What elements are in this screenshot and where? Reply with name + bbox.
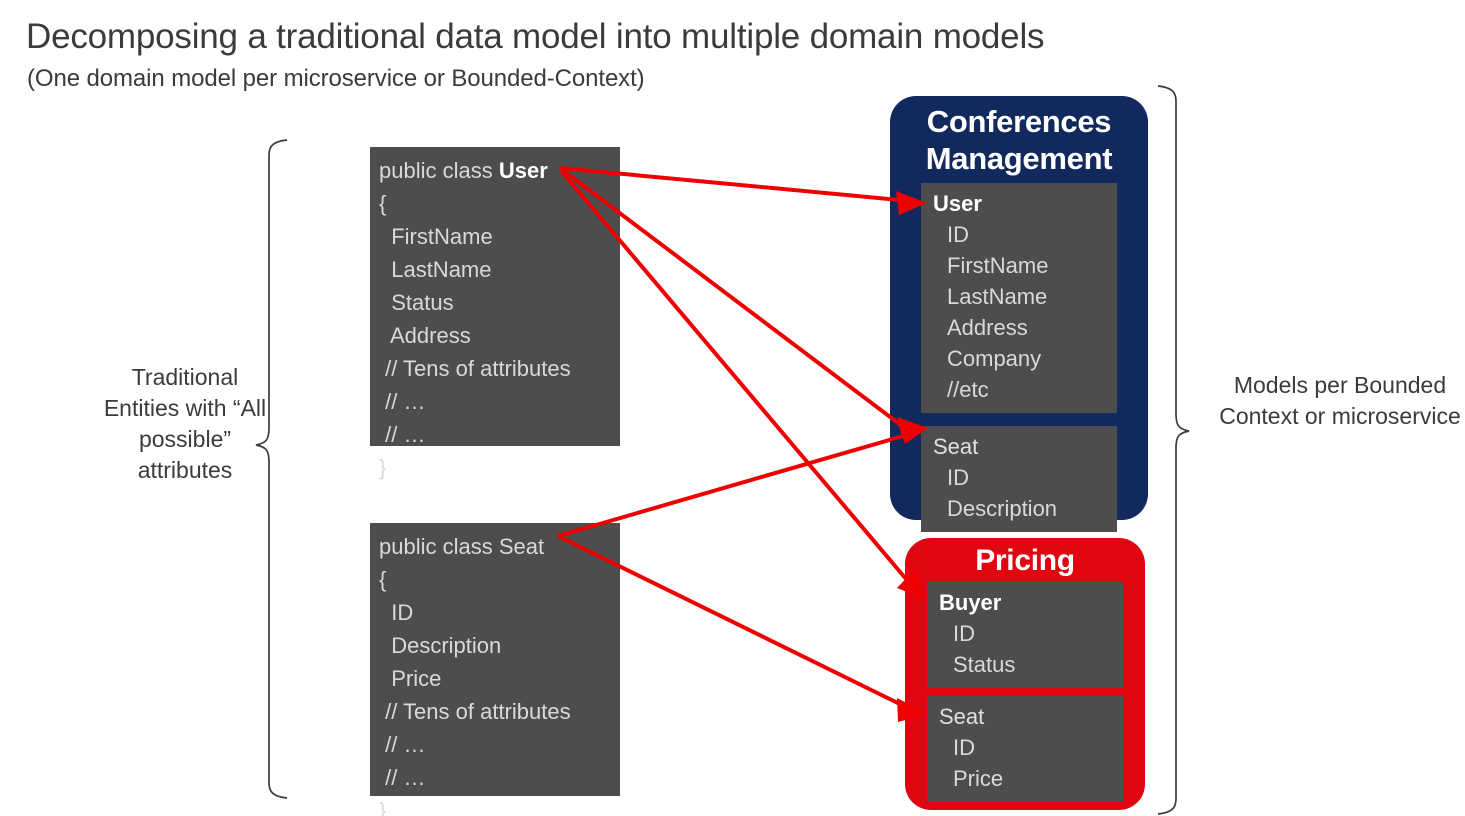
brace-right <box>1157 85 1190 815</box>
code-header-user: public class User <box>379 158 548 183</box>
entity-attribute: ID <box>953 621 975 646</box>
code-line: Description <box>379 633 502 658</box>
code-header-seat: public class Seat <box>379 534 545 559</box>
caption-traditional-entities: Traditional Entities with “All possible”… <box>103 364 267 483</box>
code-line: // … <box>379 732 426 757</box>
code-line: // … <box>379 389 426 414</box>
entity-attribute: LastName <box>947 284 1048 309</box>
code-line: } <box>379 798 387 816</box>
entity-seat: Seat ID Description <box>921 426 1117 532</box>
code-line: { <box>379 191 387 216</box>
entity-name: Buyer <box>939 590 1002 615</box>
page-title: Decomposing a traditional data model int… <box>26 17 1045 56</box>
entity-attribute: ID <box>953 735 975 760</box>
entity-list-conferences: User ID FirstName LastName Address Compa… <box>921 183 1117 532</box>
entity-list-pricing: Buyer ID Status Seat ID Price <box>927 582 1123 802</box>
page-subtitle: (One domain model per microservice or Bo… <box>27 65 645 92</box>
entity-name: Seat <box>939 704 985 729</box>
entity-name: Seat <box>933 434 979 459</box>
entity-attribute: Company <box>947 346 1042 371</box>
entity-attribute: Price <box>953 766 1004 791</box>
entity-user: User ID FirstName LastName Address Compa… <box>921 183 1117 413</box>
code-line: LastName <box>379 257 492 282</box>
entity-seat: Seat ID Price <box>927 696 1123 802</box>
entity-attribute: ID <box>947 222 969 247</box>
entity-attribute: Address <box>947 315 1028 340</box>
entity-attribute: ID <box>947 465 969 490</box>
code-block-user: public class User { FirstName LastName S… <box>370 147 620 480</box>
entity-name: User <box>933 191 982 216</box>
code-line: Status <box>379 290 454 315</box>
context-title-pricing: Pricing <box>975 544 1075 577</box>
context-title-line-1: Conferences <box>926 104 1112 139</box>
code-line: // … <box>379 422 426 447</box>
entity-buyer: Buyer ID Status <box>927 582 1123 688</box>
code-line: FirstName <box>379 224 493 249</box>
code-block-seat: public class Seat { ID Description Price… <box>370 523 620 816</box>
entity-attribute: FirstName <box>947 253 1049 278</box>
code-line: Price <box>379 666 442 691</box>
caption-models-per-bounded-context: Models per Bounded Context or microservi… <box>1219 372 1461 429</box>
code-line: Address <box>379 323 471 348</box>
code-line: ID <box>379 600 414 625</box>
code-line: { <box>379 567 387 592</box>
code-line: // Tens of attributes <box>379 356 571 381</box>
code-line: // Tens of attributes <box>379 699 571 724</box>
bounded-context-conferences-management: Conferences Management User ID FirstName… <box>890 96 1148 532</box>
entity-attribute: //etc <box>947 377 989 402</box>
entity-attribute: Description <box>947 496 1058 521</box>
code-line: } <box>379 455 387 480</box>
context-title-conferences: Conferences Management <box>890 96 1148 177</box>
bounded-context-pricing: Pricing Buyer ID Status Seat ID Price <box>905 538 1145 810</box>
entity-attribute: Status <box>953 652 1016 677</box>
code-line: // … <box>379 765 426 790</box>
context-title-line-2: Management <box>925 141 1113 176</box>
